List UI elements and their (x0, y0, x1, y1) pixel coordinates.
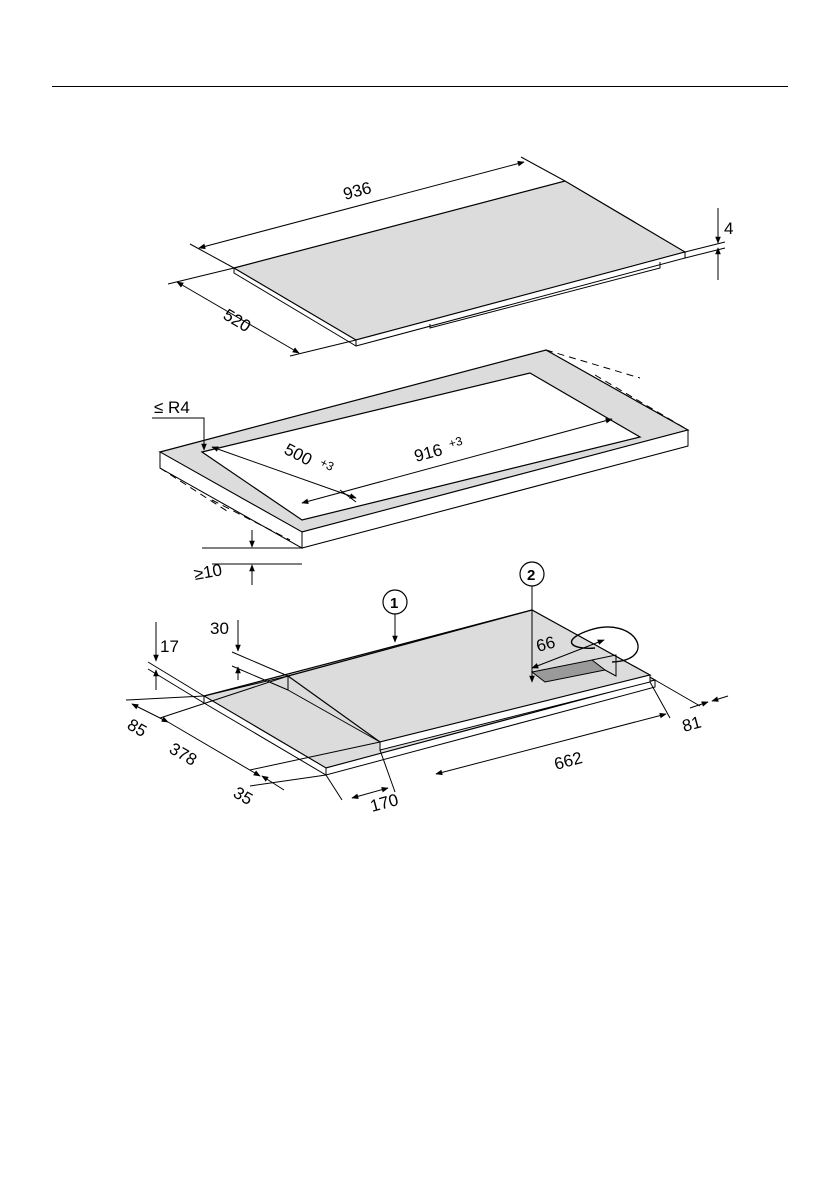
dim-936-label: 936 (341, 178, 373, 204)
worktop-cutout: ≤ R4 916 +3 500 +3 ≥10 (152, 350, 688, 585)
dim-170-label: 170 (368, 790, 400, 816)
dim-35-label: 35 (230, 783, 256, 809)
dim-17-label: 17 (160, 637, 179, 656)
hob-top: 936 520 4 (168, 157, 733, 356)
dim-916-tolerance: +3 (447, 434, 464, 451)
dim-500-label: 500 (281, 440, 315, 470)
dim-85-label: 85 (124, 715, 150, 741)
dim-4-label: 4 (724, 219, 733, 238)
callout-2: 2 (527, 567, 535, 584)
dim-500-tolerance: +3 (318, 455, 337, 474)
dim-81-label: 81 (680, 713, 703, 736)
dim-min-worktop-label: ≥10 (192, 560, 223, 584)
dim-662-label: 662 (552, 748, 584, 774)
dim-916-label: 916 (412, 440, 444, 466)
dim-378-label: 378 (166, 739, 200, 770)
corner-radius-label: ≤ R4 (154, 398, 190, 417)
hob-unit: 1 2 66 17 30 85 378 35 170 (124, 562, 728, 816)
dim-30-label: 30 (210, 619, 229, 638)
callout-1: 1 (390, 595, 398, 612)
